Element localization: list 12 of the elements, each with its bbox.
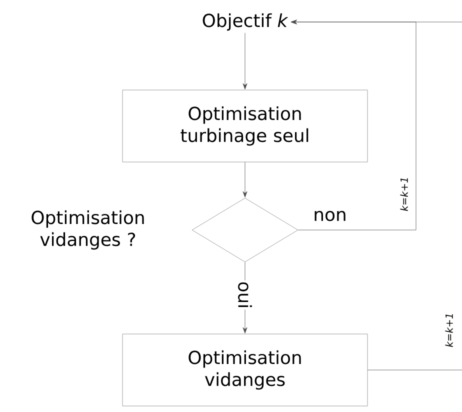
loop-label: k=k+1 [400, 178, 408, 211]
edge-label: non [312, 210, 348, 222]
objective-text: Objectif k [202, 13, 288, 31]
edge-label: k=k+1 [444, 312, 454, 348]
decision-diamond [192, 198, 298, 262]
process-box: Optimisation vidanges [122, 334, 368, 406]
arrow [242, 32, 248, 90]
arrow [290, 20, 462, 24]
arrow [242, 162, 248, 198]
process-box: Optimisation turbinage seul [122, 90, 368, 162]
edge-label: oui [237, 280, 253, 310]
beside-text: Optimisation vidanges ? [32, 210, 144, 250]
